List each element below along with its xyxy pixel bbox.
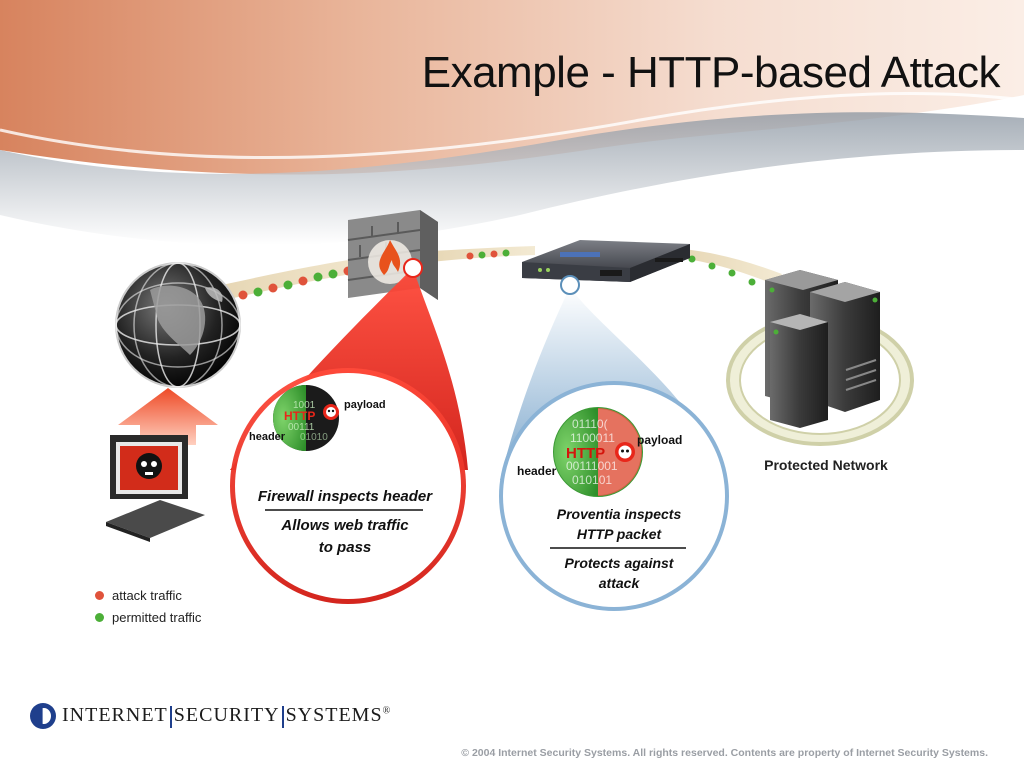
permitted-dot <box>283 280 293 290</box>
proventia-inspection-point <box>560 275 580 295</box>
attacker-computer-icon <box>106 435 205 542</box>
legend-item-permitted: permitted traffic <box>95 606 201 628</box>
attack-dot <box>490 250 498 258</box>
proventia-callout: 01110( 1100011 00111001 010101 HTTP head… <box>499 275 729 611</box>
proventia-line4: attack <box>599 575 641 591</box>
firewall-icon <box>347 210 438 300</box>
legend-label: attack traffic <box>112 587 182 603</box>
internet-globe-icon <box>115 262 241 388</box>
protected-network-label: Protected Network <box>764 457 888 473</box>
attack-dot <box>466 252 474 260</box>
permitted-dot <box>708 262 716 270</box>
attack-dot-icon <box>95 590 104 600</box>
http-packet-icon: 01110( 1100011 00111001 010101 <box>553 407 643 497</box>
permitted-dot-icon <box>95 612 104 622</box>
proventia-line2: HTTP packet <box>577 526 663 542</box>
firewall-header-label: header <box>249 431 286 443</box>
permitted-dot <box>328 269 338 279</box>
protected-network-icon <box>726 270 914 446</box>
svg-text:1100011: 1100011 <box>570 431 615 445</box>
proventia-line3: Protects against <box>565 555 675 571</box>
legend: attack traffic permitted traffic <box>95 584 201 628</box>
attack-dot <box>268 283 278 293</box>
attack-dot <box>238 290 248 300</box>
firewall-inspection-point <box>403 258 423 278</box>
svg-text:01010: 01010 <box>300 432 328 443</box>
firewall-line1: Firewall inspects header <box>258 488 433 505</box>
firewall-line2: Allows web traffic <box>280 517 409 534</box>
permitted-dot <box>748 278 756 286</box>
svg-text:00111001: 00111001 <box>566 459 618 473</box>
permitted-dot <box>728 269 736 277</box>
legend-item-attack: attack traffic <box>95 584 201 606</box>
permitted-dot <box>313 272 323 282</box>
svg-text:00111: 00111 <box>288 422 315 433</box>
permitted-dot <box>478 251 486 259</box>
traffic-path <box>222 246 782 300</box>
proventia-packet-label: HTTP <box>566 445 605 462</box>
permitted-dot <box>502 249 510 257</box>
proventia-payload-label: payload <box>637 433 682 447</box>
attack-dot <box>298 276 308 286</box>
proventia-line1: Proventia inspects <box>557 506 682 522</box>
firewall-callout: 1001 00111 01010 HTTP header payload Fir… <box>230 258 468 604</box>
legend-label: permitted traffic <box>112 609 202 625</box>
firewall-packet-label: HTTP <box>284 409 315 423</box>
firewall-payload-label: payload <box>344 399 386 411</box>
page-title: Example - HTTP-based Attack <box>421 48 1001 97</box>
svg-text:01110(: 01110( <box>572 417 608 431</box>
proventia-appliance-icon <box>522 240 690 282</box>
svg-text:1001: 1001 <box>293 400 316 411</box>
permitted-dot <box>688 255 696 263</box>
iss-logo-icon <box>30 703 56 729</box>
permitted-dot <box>253 287 263 297</box>
http-packet-icon: 1001 00111 01010 <box>273 385 339 451</box>
proventia-header-label: header <box>517 464 557 478</box>
header-banner <box>0 0 1024 246</box>
svg-text:010101: 010101 <box>572 473 612 487</box>
copyright-footer: © 2004 Internet Security Systems. All ri… <box>461 747 988 759</box>
firewall-line3: to pass <box>319 539 372 556</box>
attack-arrow <box>118 388 218 445</box>
